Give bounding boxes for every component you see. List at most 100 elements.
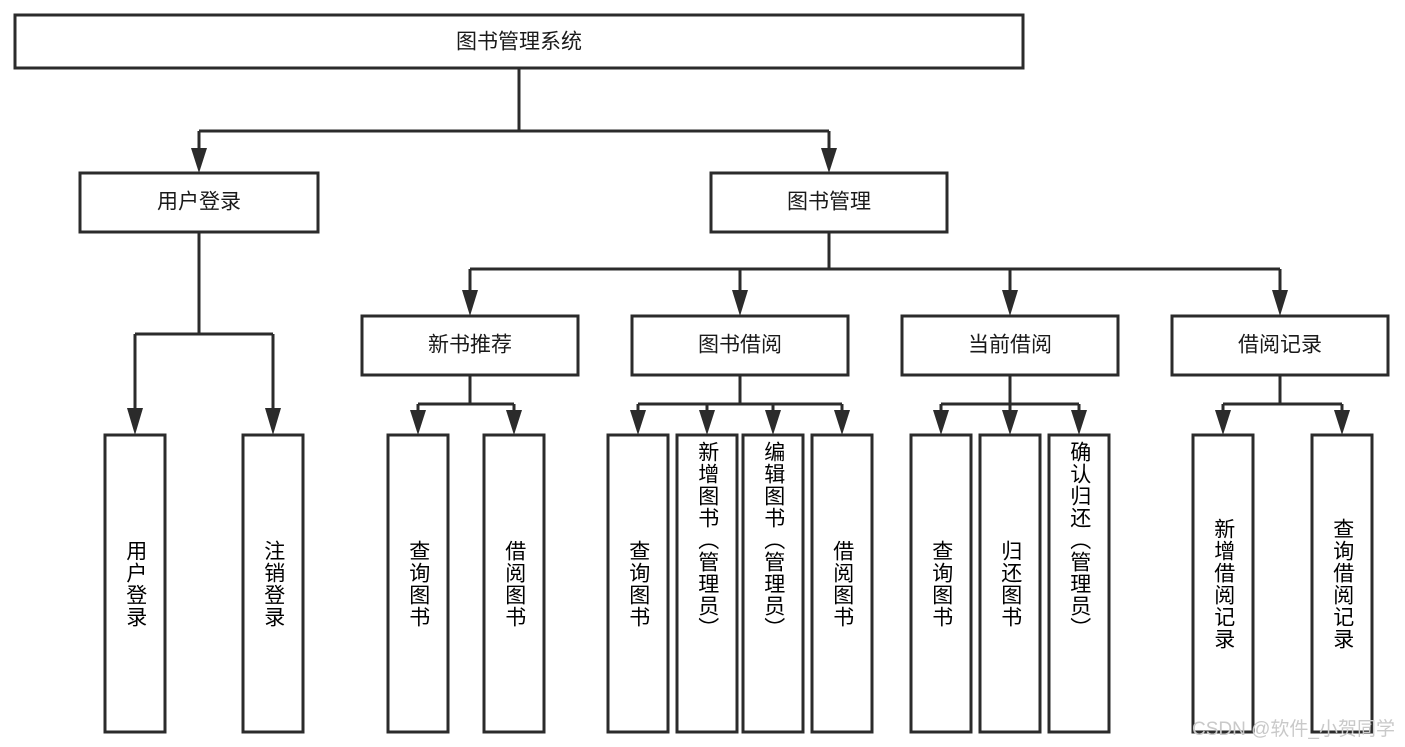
arrow-head-icon xyxy=(1334,410,1350,435)
arrow-head-icon xyxy=(191,148,207,173)
arrow-head-icon xyxy=(765,410,781,435)
node-root-box[interactable] xyxy=(13,13,1025,70)
leaf-query-book-1[interactable]: 查询图书 xyxy=(386,433,450,734)
leaf-query-record[interactable]: 查询借阅记录 xyxy=(1310,433,1374,734)
leaf-edit-book-box[interactable] xyxy=(741,433,805,734)
leaf-add-book-text-holder: 新增图书（管理员） xyxy=(695,441,719,639)
leaf-add-book-box[interactable] xyxy=(675,433,739,734)
node-current-borrow[interactable]: 当前借阅 xyxy=(900,314,1120,377)
connector-group-new-book-recommend xyxy=(410,375,522,435)
leaf-user-logout[interactable]: 注销登录 xyxy=(241,433,305,734)
leaf-edit-book-label: 编辑图书（管理员） xyxy=(761,441,785,639)
leaf-return-book-label: 归还图书 xyxy=(998,539,1022,628)
node-book-manage-label: 图书管理 xyxy=(787,191,871,214)
connector-group-current-borrow xyxy=(933,375,1087,435)
leaf-query-book-3-label: 查询图书 xyxy=(929,539,953,628)
leaf-user-logout-box[interactable] xyxy=(241,433,305,734)
arrow-head-icon xyxy=(1272,290,1288,316)
node-book-manage[interactable]: 图书管理 xyxy=(709,171,949,234)
leaf-user-login-label: 用户登录 xyxy=(123,539,147,628)
leaf-user-login-box[interactable] xyxy=(103,433,167,734)
node-root[interactable]: 图书管理系统 xyxy=(13,13,1025,70)
node-current-borrow-box[interactable] xyxy=(900,314,1120,377)
leaf-user-login[interactable]: 用户登录 xyxy=(103,433,167,734)
leaf-return-book[interactable]: 归还图书 xyxy=(978,433,1042,734)
leaf-query-book-2[interactable]: 查询图书 xyxy=(606,433,670,734)
node-book-manage-box[interactable] xyxy=(709,171,949,234)
leaf-borrow-book-2[interactable]: 借阅图书 xyxy=(810,433,874,734)
leaf-borrow-book-2-text-holder: 借阅图书 xyxy=(830,539,854,628)
leaf-borrow-book-2-label: 借阅图书 xyxy=(830,539,854,628)
arrow-head-icon xyxy=(821,148,837,173)
leaf-user-logout-text-holder: 注销登录 xyxy=(261,539,285,628)
leaf-add-record-text-holder: 新增借阅记录 xyxy=(1211,517,1235,650)
leaf-query-record-label: 查询借阅记录 xyxy=(1330,517,1354,650)
leaf-add-record[interactable]: 新增借阅记录 xyxy=(1191,433,1255,734)
node-user-login[interactable]: 用户登录 xyxy=(78,171,320,234)
connector-group-user-login xyxy=(127,232,281,435)
arrow-head-icon xyxy=(506,410,522,435)
leaf-confirm-return-text-holder: 确认归还（管理员） xyxy=(1067,441,1091,639)
leaf-borrow-book-1[interactable]: 借阅图书 xyxy=(482,433,546,734)
leaf-confirm-return-box[interactable] xyxy=(1047,433,1111,734)
connector-group-root xyxy=(191,68,837,173)
leaf-query-book-1-box[interactable] xyxy=(386,433,450,734)
leaf-query-book-3-box[interactable] xyxy=(909,433,973,734)
leaf-query-book-1-label: 查询图书 xyxy=(406,539,430,628)
leaf-query-book-1-text-holder: 查询图书 xyxy=(406,539,430,628)
node-user-login-label: 用户登录 xyxy=(157,191,241,214)
arrow-head-icon xyxy=(265,408,281,435)
arrow-head-icon xyxy=(410,410,426,435)
leaf-add-record-box[interactable] xyxy=(1191,433,1255,734)
arrow-head-icon xyxy=(127,408,143,435)
arrow-head-icon xyxy=(699,410,715,435)
connector-group-borrow-record xyxy=(1215,375,1350,435)
leaf-user-login-text-holder: 用户登录 xyxy=(123,539,147,628)
node-current-borrow-label: 当前借阅 xyxy=(968,334,1052,357)
leaf-confirm-return[interactable]: 确认归还（管理员） xyxy=(1047,433,1111,734)
leaf-query-book-3-text-holder: 查询图书 xyxy=(929,539,953,628)
node-borrow-record-box[interactable] xyxy=(1170,314,1390,377)
leaf-borrow-book-1-text-holder: 借阅图书 xyxy=(502,539,526,628)
node-book-borrow-label: 图书借阅 xyxy=(698,334,782,357)
arrow-head-icon xyxy=(933,410,949,435)
node-new-book-recommend-label: 新书推荐 xyxy=(428,334,512,357)
leaf-add-book-label: 新增图书（管理员） xyxy=(695,441,719,639)
node-new-book-recommend-box[interactable] xyxy=(360,314,580,377)
arrow-head-icon xyxy=(1002,410,1018,435)
connector-group-book-borrow xyxy=(630,375,850,435)
node-user-login-box[interactable] xyxy=(78,171,320,234)
leaf-query-record-box[interactable] xyxy=(1310,433,1374,734)
arrow-head-icon xyxy=(1071,410,1087,435)
node-new-book-recommend[interactable]: 新书推荐 xyxy=(360,314,580,377)
leaf-confirm-return-label: 确认归还（管理员） xyxy=(1067,441,1091,639)
leaf-edit-book[interactable]: 编辑图书（管理员） xyxy=(741,433,805,734)
leaf-user-logout-label: 注销登录 xyxy=(261,539,285,628)
leaf-add-book[interactable]: 新增图书（管理员） xyxy=(675,433,739,734)
node-borrow-record[interactable]: 借阅记录 xyxy=(1170,314,1390,377)
leaf-query-book-2-text-holder: 查询图书 xyxy=(626,539,650,628)
leaf-query-book-2-box[interactable] xyxy=(606,433,670,734)
node-borrow-record-label: 借阅记录 xyxy=(1238,334,1322,357)
leaf-borrow-book-1-box[interactable] xyxy=(482,433,546,734)
arrow-head-icon xyxy=(630,410,646,435)
arrow-head-icon xyxy=(834,410,850,435)
leaf-query-book-3[interactable]: 查询图书 xyxy=(909,433,973,734)
node-book-borrow-box[interactable] xyxy=(630,314,850,377)
connector-group-book-manage xyxy=(462,232,1288,316)
arrow-head-icon xyxy=(462,290,478,316)
leaf-return-book-box[interactable] xyxy=(978,433,1042,734)
arrow-head-icon xyxy=(732,290,748,316)
node-root-label: 图书管理系统 xyxy=(456,31,582,54)
leaf-add-record-label: 新增借阅记录 xyxy=(1211,517,1235,650)
leaf-query-book-2-label: 查询图书 xyxy=(626,539,650,628)
leaf-edit-book-text-holder: 编辑图书（管理员） xyxy=(761,441,785,639)
leaf-borrow-book-1-label: 借阅图书 xyxy=(502,539,526,628)
arrow-head-icon xyxy=(1215,410,1231,435)
leaf-query-record-text-holder: 查询借阅记录 xyxy=(1330,517,1354,650)
leaf-return-book-text-holder: 归还图书 xyxy=(998,539,1022,628)
leaf-borrow-book-2-box[interactable] xyxy=(810,433,874,734)
node-book-borrow[interactable]: 图书借阅 xyxy=(630,314,850,377)
